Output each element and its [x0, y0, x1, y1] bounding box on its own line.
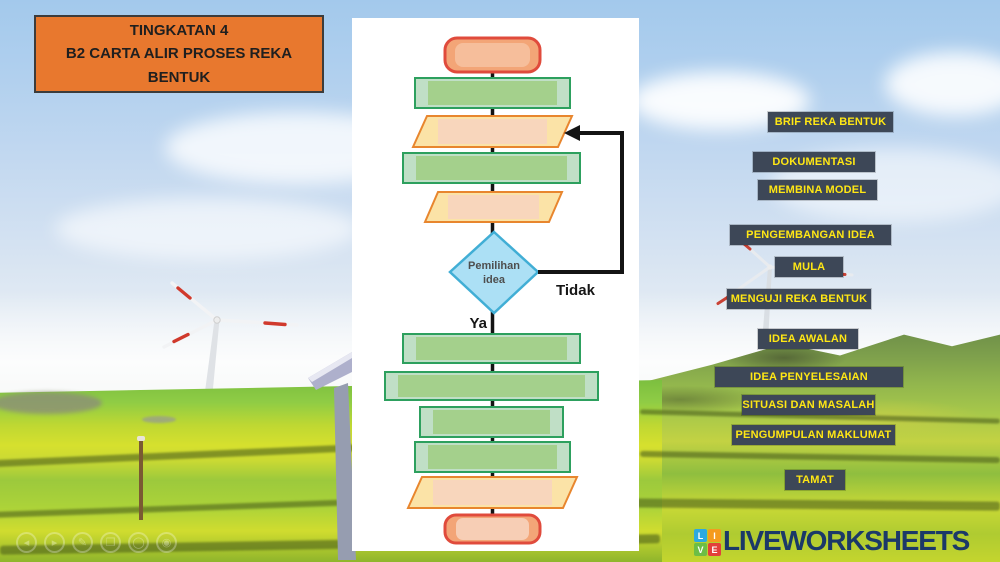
answer-chip[interactable]: IDEA PENYELESAIAN [715, 367, 903, 387]
logo-tile-l: L [694, 529, 707, 542]
decision-label-line1: Pemilihan [468, 260, 520, 272]
foreground-structure [308, 352, 356, 560]
drop-zone-io-3[interactable] [406, 476, 579, 509]
answer-chip[interactable]: PENGUMPULAN MAKLUMAT [732, 425, 895, 445]
drop-zone-terminator-bottom[interactable] [443, 513, 542, 545]
drop-zone-terminator-top[interactable] [443, 36, 542, 74]
branch-no-label: Tidak [556, 282, 596, 299]
rocks [0, 392, 102, 414]
answer-chip[interactable]: PENGEMBANGAN IDEA [730, 225, 891, 245]
drop-zone-process-2[interactable] [402, 152, 581, 184]
answer-chip[interactable]: IDEA AWALAN [758, 329, 858, 349]
feedback-loop-line [538, 131, 624, 274]
worksheet-title-box: TINGKATAN 4 B2 CARTA ALIR PROSES REKA BE… [34, 15, 324, 93]
fence-post [139, 440, 143, 520]
feedback-arrowhead [564, 125, 580, 141]
rock [142, 416, 176, 423]
title-line-2: B2 CARTA ALIR PROSES REKA [65, 45, 293, 63]
svg-text:idea: idea [483, 274, 506, 286]
record-icon[interactable]: ◉ [156, 532, 177, 553]
flowchart-panel: Pemilihan idea Tidak Ya [352, 18, 639, 551]
play-icon[interactable]: ▸ [44, 532, 65, 553]
logo-tile-e: E [708, 543, 721, 556]
branch-yes-label: Ya [469, 315, 487, 332]
pencil-icon[interactable]: ✎ [72, 532, 93, 553]
back-icon[interactable]: ◂ [16, 532, 37, 553]
answer-chip[interactable]: MENGUJI REKA BENTUK [727, 289, 871, 309]
title-line-1: TINGKATAN 4 [129, 22, 229, 40]
drop-zone-process-6[interactable] [414, 441, 571, 473]
answer-chip[interactable]: SITUASI DAN MASALAH [742, 395, 875, 415]
cloud [55, 198, 360, 260]
flowchart: Pemilihan idea Tidak Ya [384, 36, 624, 545]
drop-zone-io-2[interactable] [423, 191, 564, 223]
answer-chip[interactable]: DOKUMENTASI [753, 152, 875, 172]
liveworksheets-brand-text: LIVEWORKSHEETS [723, 525, 970, 556]
circle-icon[interactable]: ◯ [128, 532, 149, 553]
drop-zone-process-3[interactable] [402, 333, 581, 364]
player-controls: ◂ ▸ ✎ ❒ ◯ ◉ [16, 532, 177, 553]
title-line-3: BENTUK [147, 68, 211, 86]
liveworksheets-watermark: L I V E LIVEWORKSHEETS [694, 525, 970, 556]
drop-zone-io-1[interactable] [411, 115, 574, 148]
wind-turbine-left [162, 281, 299, 399]
decision-shape: Pemilihan idea [448, 230, 540, 315]
drop-zone-process-4[interactable] [384, 371, 599, 401]
decision-label-line2: idea [483, 274, 506, 286]
answer-chip[interactable]: BRIF REKA BENTUK [768, 112, 893, 132]
logo-tile-i: I [708, 529, 721, 542]
drop-zone-process-5[interactable] [419, 406, 564, 438]
fence-post-cap [137, 436, 145, 441]
svg-text:Pemilihan: Pemilihan [468, 260, 520, 272]
logo-tile-v: V [694, 543, 707, 556]
answer-chip[interactable]: MEMBINA MODEL [758, 180, 877, 200]
cloud [885, 52, 1000, 116]
liveworksheets-logo-icon: L I V E [694, 529, 721, 556]
card-icon[interactable]: ❒ [100, 532, 121, 553]
answer-chip[interactable]: MULA [775, 257, 843, 277]
answer-chip[interactable]: TAMAT [785, 470, 845, 490]
drop-zone-process-1[interactable] [414, 77, 571, 109]
